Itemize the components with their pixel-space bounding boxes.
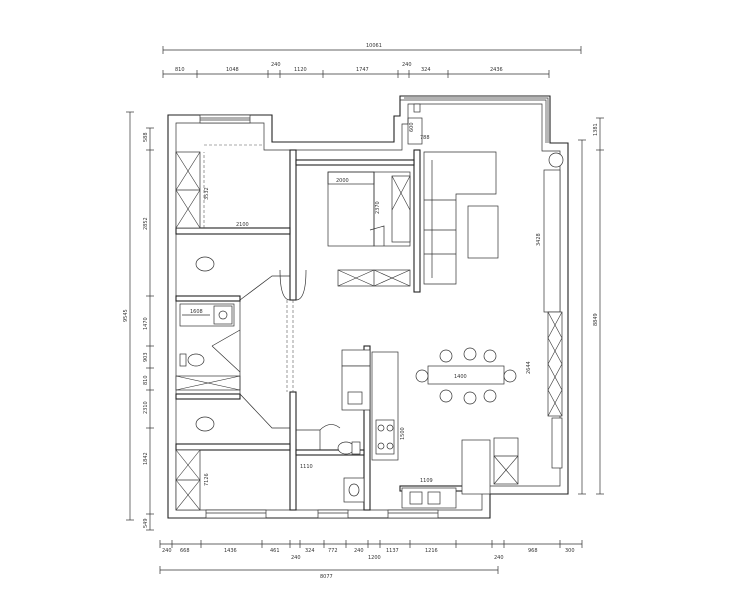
label-bed-height: 2370 bbox=[375, 201, 381, 214]
dim-top-total: 10061 bbox=[366, 43, 382, 49]
dim-bot-6: 324 bbox=[305, 548, 315, 554]
dim-bot-1: 240 bbox=[162, 548, 172, 554]
dim-top-7: 324 bbox=[421, 67, 431, 73]
label-right-wall: 3428 bbox=[536, 233, 542, 246]
label-corridor: 1110 bbox=[300, 464, 313, 470]
label-master-bed: 2000 bbox=[336, 178, 349, 184]
bottom-dimensions: 240 668 1436 461 240 324 772 240 1200 11… bbox=[159, 540, 583, 580]
cabinet-left-mid bbox=[175, 375, 241, 391]
closet-left-top bbox=[175, 151, 201, 229]
dim-top-6: 240 bbox=[402, 62, 412, 68]
label-living-height: 2644 bbox=[526, 361, 532, 374]
kitchen: 1500 1109 bbox=[341, 349, 519, 509]
dim-bottom-total: 8077 bbox=[320, 574, 333, 580]
label-bath-dim: 1608 bbox=[190, 309, 203, 315]
dim-left-8: 549 bbox=[143, 518, 149, 528]
corridor bbox=[211, 269, 307, 429]
closet-left-bottom bbox=[175, 449, 201, 511]
dim-bot-14: 300 bbox=[565, 548, 575, 554]
dim-left-2: 2852 bbox=[143, 217, 149, 230]
dim-top-1: 810 bbox=[175, 67, 185, 73]
label-utility: 600 bbox=[409, 122, 415, 132]
dim-left-7: 1842 bbox=[143, 452, 149, 465]
dim-top-5: 1747 bbox=[356, 67, 369, 73]
dim-top-3: 240 bbox=[271, 62, 281, 68]
dim-bot-3: 1436 bbox=[224, 548, 237, 554]
dim-left-6: 2310 bbox=[143, 401, 149, 414]
top-dimensions: 10061 810 1048 240 1120 1747 240 324 243… bbox=[162, 43, 582, 78]
label-bed1-height: 3532 bbox=[204, 187, 210, 200]
label-dining: 1400 bbox=[454, 374, 467, 380]
right-dimensions: 1381 8849 bbox=[578, 117, 604, 495]
dim-bot-2: 668 bbox=[180, 548, 190, 554]
dim-top-8: 2436 bbox=[490, 67, 503, 73]
dim-left-4: 903 bbox=[143, 352, 149, 362]
dim-top-4: 1120 bbox=[294, 67, 307, 73]
left-dimensions: 9545 588 2852 1470 903 810 2310 1842 549 bbox=[123, 111, 154, 531]
label-closet-dim: 1500 bbox=[400, 427, 406, 440]
dining-area: 1400 bbox=[415, 347, 517, 405]
dim-bot-12: 240 bbox=[494, 555, 504, 561]
dim-bot-7: 772 bbox=[328, 548, 338, 554]
dim-left-3: 1470 bbox=[143, 317, 149, 330]
bathroom-left: 1608 bbox=[179, 256, 235, 432]
label-kitchen-width: 1109 bbox=[420, 478, 433, 484]
dim-left-total: 9545 bbox=[123, 309, 129, 322]
dim-bot-10: 1137 bbox=[386, 548, 399, 554]
master-bedroom: 2000 2370 bbox=[327, 171, 411, 287]
label-bed-left-bottom: 7126 bbox=[204, 473, 210, 486]
dim-bot-9: 1200 bbox=[368, 555, 381, 561]
dim-right-1: 1381 bbox=[593, 123, 599, 136]
bottom-windows bbox=[205, 509, 439, 519]
label-bed1-width: 2100 bbox=[236, 222, 249, 228]
dim-bot-11: 1216 bbox=[425, 548, 438, 554]
dim-bot-13: 968 bbox=[528, 548, 538, 554]
dim-left-5: 810 bbox=[143, 375, 149, 385]
dim-bot-4: 461 bbox=[270, 548, 280, 554]
dim-bot-5: 240 bbox=[291, 555, 301, 561]
balcony: 788 600 bbox=[407, 117, 430, 145]
dim-bot-8: 240 bbox=[354, 548, 364, 554]
living-room: 3428 2644 bbox=[423, 151, 564, 469]
dim-top-2: 1048 bbox=[226, 67, 239, 73]
label-balcony: 788 bbox=[420, 135, 430, 141]
dim-right-2: 8849 bbox=[593, 313, 599, 326]
dim-left-1: 588 bbox=[143, 132, 149, 142]
bathroom-center: 1110 bbox=[296, 424, 365, 503]
walls bbox=[167, 95, 569, 519]
